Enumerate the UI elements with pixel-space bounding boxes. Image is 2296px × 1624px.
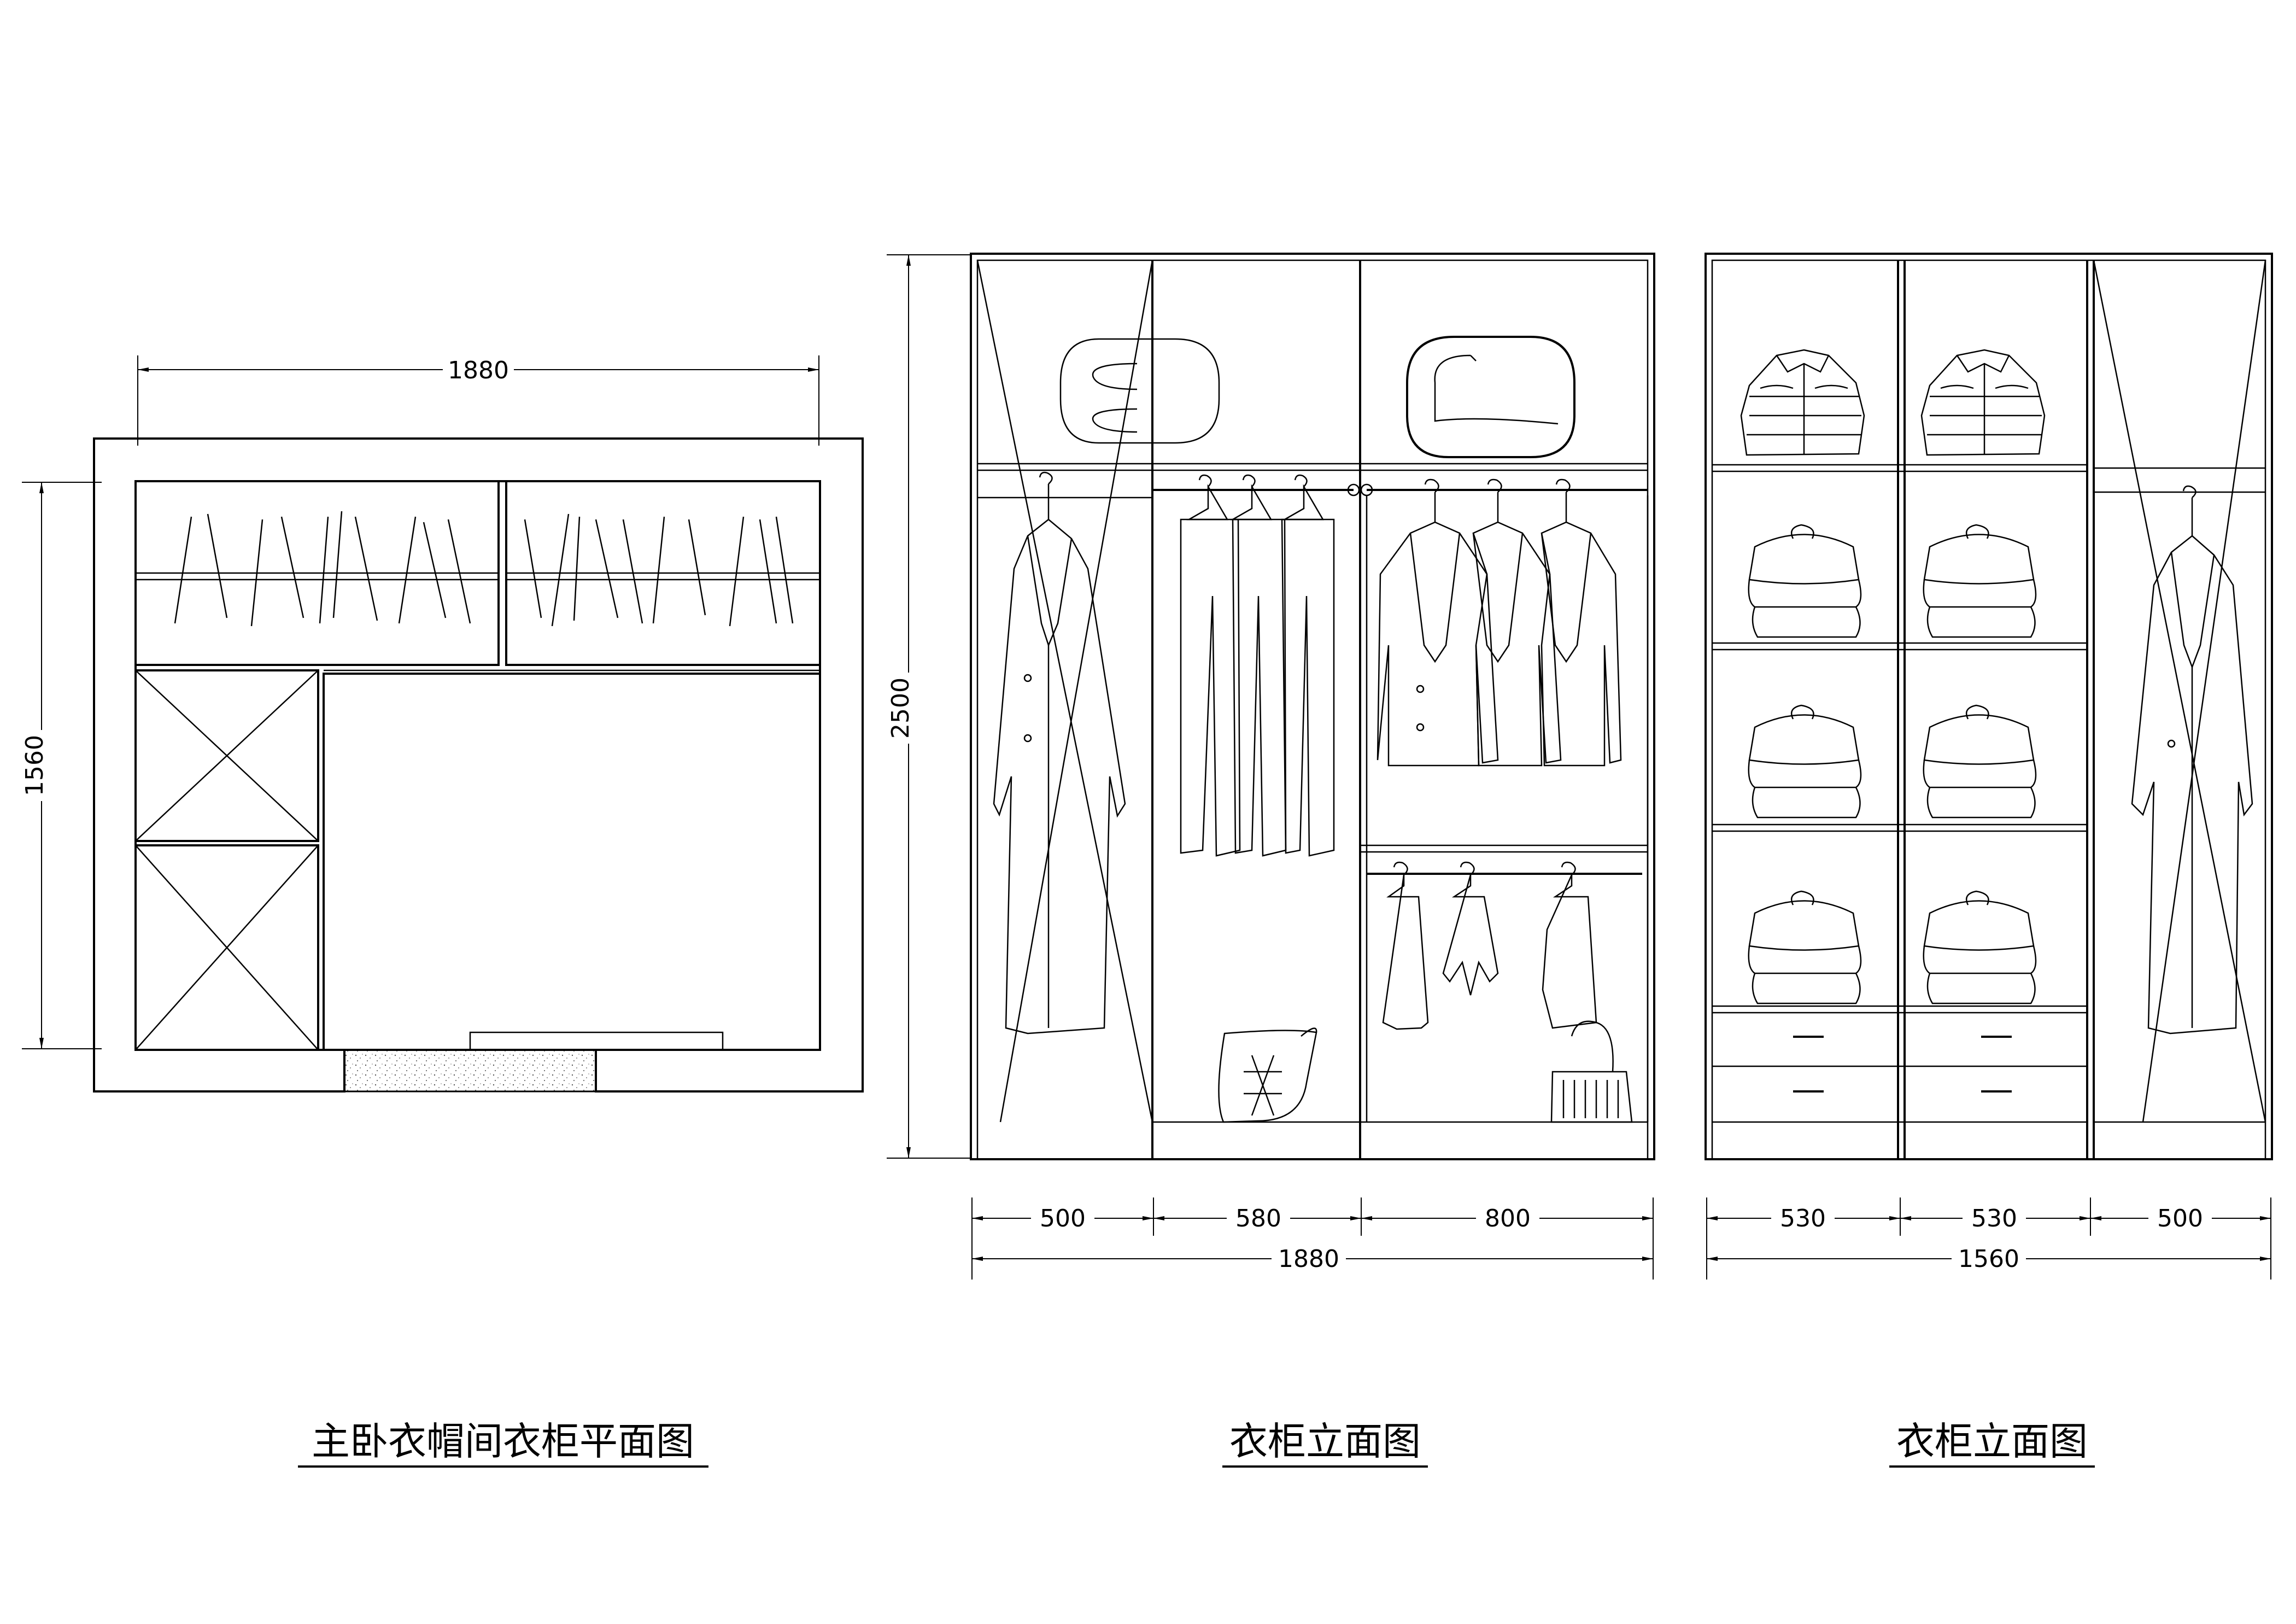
- plan-bench: [469, 1031, 724, 1051]
- elev-a-dim-section-3: 800: [1485, 1205, 1531, 1232]
- folded-sweater-stack-icon: [1923, 524, 2037, 638]
- storage-box-icon: [1406, 336, 1575, 458]
- elev-b-dim-section-1: 530: [1780, 1205, 1826, 1232]
- folded-sweater-stack-icon: [1748, 704, 1862, 819]
- elev-a-title: 衣柜立面图: [1229, 1419, 1421, 1464]
- plan-storage-box-lower: [134, 844, 319, 1051]
- suit-jacket-icon-group: [1377, 478, 1622, 767]
- elev-a-dim-height: 2500: [887, 677, 915, 739]
- elev-b-title: 衣柜立面图: [1896, 1419, 2088, 1464]
- drawer-handle-group: [1793, 1036, 2012, 1093]
- folded-shirt-icon: [1920, 349, 2046, 456]
- elev-b-dim-section-3: 500: [2157, 1205, 2203, 1232]
- plan-view: 1880 1560: [21, 355, 864, 1093]
- plan-outer-wall: [93, 437, 864, 1093]
- elev-a-dim-total: 1880: [1278, 1245, 1339, 1273]
- folded-sweater-stack-icon: [1748, 890, 1862, 1004]
- elev-a-dim-section-1: 500: [1040, 1205, 1086, 1232]
- folded-sweater-stack-icon: [1923, 890, 2037, 1004]
- plan-hangers-right: [524, 513, 794, 627]
- storage-box-icon: [1059, 338, 1220, 444]
- elevation-a: 2500 500 580 800 1880: [887, 253, 1655, 1280]
- plan-title: 主卧衣帽间衣柜平面图: [312, 1419, 694, 1464]
- plan-dim-width: 1880: [448, 357, 509, 384]
- elevation-b: 530 530 500 1560: [1705, 253, 2273, 1280]
- trousers-icon-group: [1180, 474, 1335, 857]
- plan-island: [323, 673, 821, 1051]
- folded-shirt-icon: [1740, 349, 1865, 456]
- door-threshold: [343, 1049, 597, 1093]
- long-coat-icon: [2131, 485, 2253, 1035]
- plan-storage-box-upper: [134, 669, 319, 842]
- tote-bag-icon: [1550, 1020, 1633, 1123]
- handbag-icon: [1218, 1027, 1317, 1123]
- plan-hangers-left: [174, 511, 471, 627]
- elev-b-dim-total: 1560: [1958, 1245, 2019, 1273]
- elev-b-frame: [1705, 253, 2273, 1160]
- elev-b-dim-section-2: 530: [1971, 1205, 2017, 1232]
- plan-dim-depth: 1560: [21, 735, 49, 796]
- folded-sweater-stack-icon: [1923, 704, 2037, 819]
- elev-a-dim-section-2: 580: [1235, 1205, 1281, 1232]
- short-garment-icon-group: [1382, 861, 1597, 1030]
- folded-sweater-stack-icon: [1748, 524, 1862, 638]
- elev-b-shelves: [1712, 464, 2087, 1123]
- long-coat-icon: [993, 471, 1126, 1035]
